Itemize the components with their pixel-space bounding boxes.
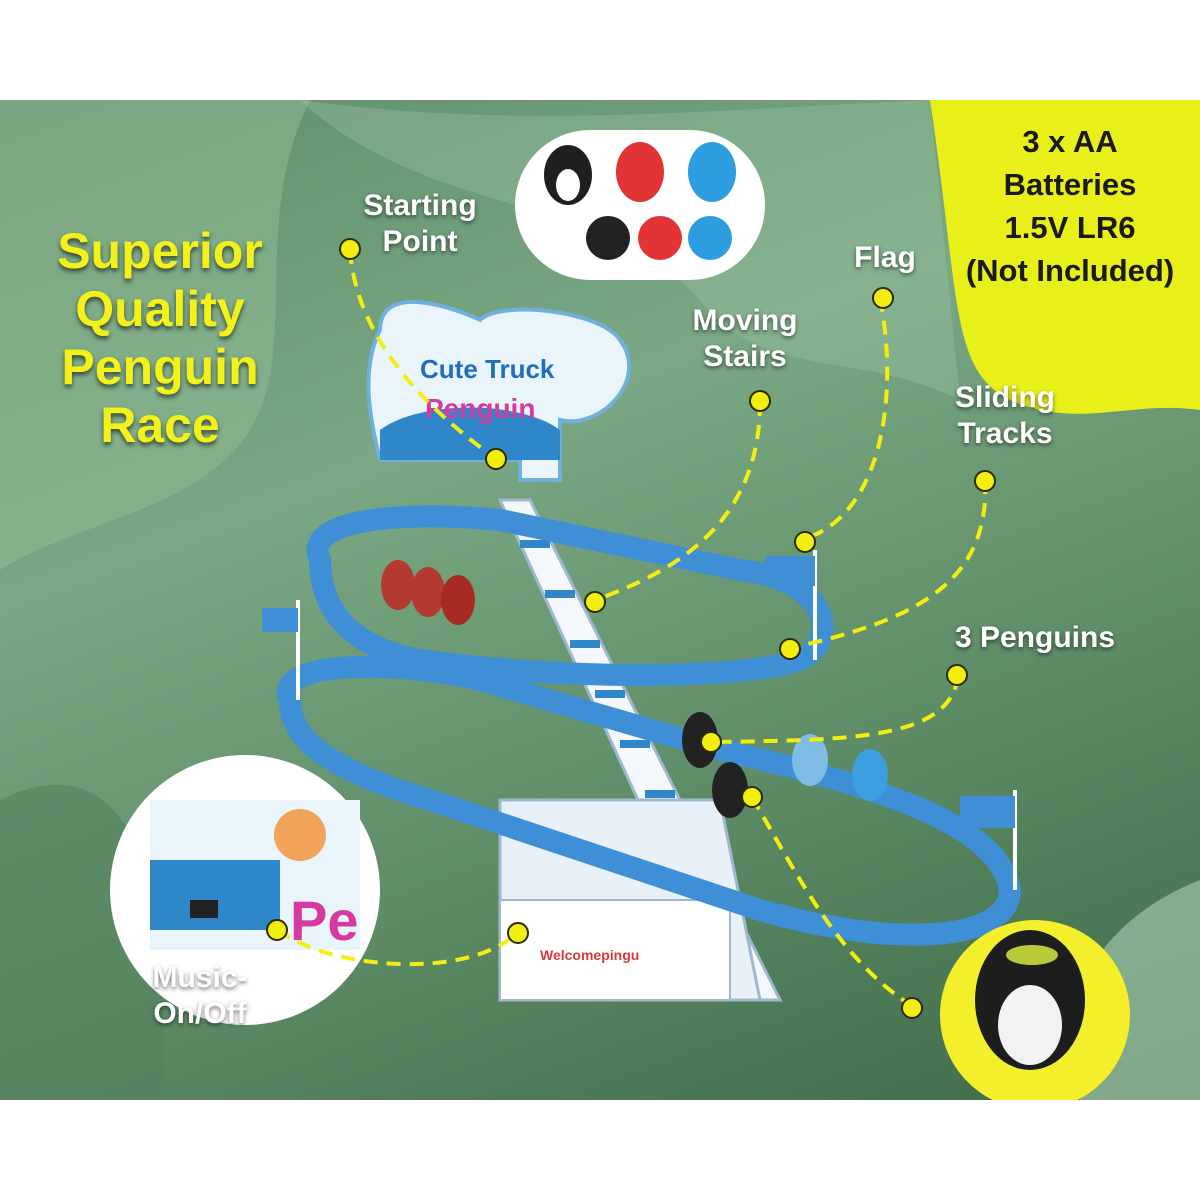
moving-stairs-end-dot (584, 591, 606, 613)
label-starting-point: Starting Point (363, 189, 477, 258)
background-shapes (0, 100, 1200, 1100)
penguins-dot (946, 664, 968, 686)
battery-note: 3 x AA Batteries 1.5V LR6 (Not Included) (965, 124, 1175, 288)
sliding-tracks-dot (974, 470, 996, 492)
starting-point-dot (339, 238, 361, 260)
lower-track (277, 655, 1022, 946)
battery-note-background (930, 100, 1200, 414)
flag-end-dot (794, 531, 816, 553)
label-moving-stairs: Moving Stairs (692, 304, 798, 373)
starting-point-end-dot (485, 448, 507, 470)
headline: Superior Quality Penguin Race (57, 223, 263, 453)
penguin-closeup (940, 920, 1130, 1100)
base-text: Welcomepingu (540, 947, 639, 963)
switch-closeup: Pe (110, 755, 380, 1025)
brand-top: Cute Truck (420, 354, 555, 384)
product-image: 3 x AA Batteries 1.5V LR6 (Not Included)… (0, 100, 1200, 1100)
sliding-tracks-end-dot (779, 638, 801, 660)
label-penguins: 3 Penguins (954, 621, 1116, 654)
penguins-end-dot (700, 731, 722, 753)
label-music: Music- On/Off (152, 961, 248, 1030)
penguins-bubble (515, 130, 765, 280)
upper-track (306, 505, 834, 686)
moving-stairs-dot (749, 390, 771, 412)
label-sliding-tracks: Sliding Tracks (955, 381, 1055, 450)
music-end-dot (507, 922, 529, 944)
callout-lines (276, 249, 988, 1008)
flags (262, 550, 1017, 890)
penguin-closeup-dot (901, 997, 923, 1019)
penguins-end-dot-2 (741, 786, 763, 808)
penguin-race-toy: Cute Truck Penguin Welcomepingu (262, 300, 1022, 1002)
flag-dot (872, 287, 894, 309)
label-flag: Flag (854, 241, 916, 274)
music-dot (266, 919, 288, 941)
